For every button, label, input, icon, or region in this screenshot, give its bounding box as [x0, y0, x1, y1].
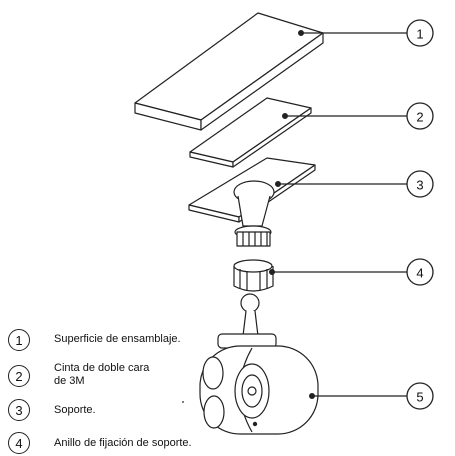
callout-4-number: 4	[416, 266, 423, 281]
mounting-surface-plate	[134, 12, 324, 131]
camera-body	[199, 293, 319, 435]
legend-label-1: Superficie de ensamblaje.	[54, 333, 181, 345]
callout-4-circle	[406, 258, 434, 286]
callout-3-circle	[406, 170, 434, 198]
legend-label-2-line-2: de 3M	[54, 375, 85, 387]
callout-leaders	[269, 30, 407, 400]
legend-label-2-line-1: Cinta de doble cara	[54, 362, 150, 374]
legend-number-4: 4	[8, 432, 30, 454]
legend-item-2: 2 Cinta de doble cara de 3M	[8, 362, 150, 389]
callout-5-number: 5	[416, 390, 423, 405]
legend-item-1: 1 Superficie de ensamblaje.	[8, 329, 181, 353]
legend-number-3: 3	[8, 399, 30, 421]
callout-2-number: 2	[416, 110, 423, 125]
double-sided-tape	[189, 97, 312, 168]
callout-5-circle	[406, 382, 434, 410]
legend-item-3: 3 Soporte.	[8, 399, 96, 423]
callout-1-circle	[406, 19, 434, 47]
callout-2-circle	[406, 102, 434, 130]
legend-label-3: Soporte.	[54, 404, 96, 416]
callout-1-number: 1	[416, 27, 423, 42]
callout-3-number: 3	[416, 178, 423, 193]
bracket-fixing-ring	[233, 259, 274, 292]
legend-label-4: Anillo de fijación de soporte.	[54, 437, 192, 449]
bracket	[188, 157, 316, 247]
legend-number-2: 2	[8, 365, 30, 387]
legend-item-4: 4 Anillo de fijación de soporte.	[8, 432, 192, 456]
legend-number-1: 1	[8, 329, 30, 351]
